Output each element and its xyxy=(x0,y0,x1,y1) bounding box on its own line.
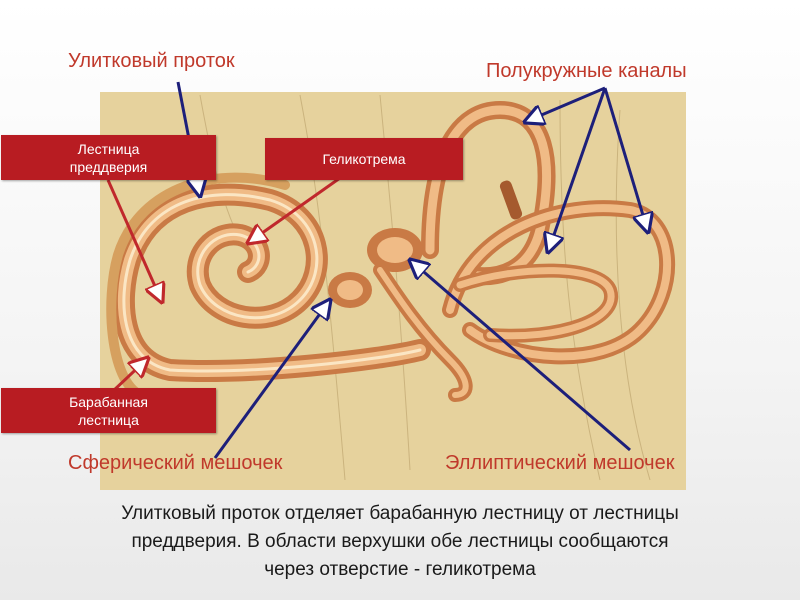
label-utricle: Эллиптический мешочек xyxy=(445,452,675,474)
arrow-scala-tympani xyxy=(110,358,148,394)
pointer-arrows-red xyxy=(106,176,341,394)
helicotrema-text: Геликотрема xyxy=(322,151,406,167)
arrow-utricle xyxy=(410,260,631,452)
scala-vestibuli-line2: преддверия xyxy=(69,158,148,175)
label-box-scala-vestibuli: Лестница преддверия xyxy=(1,135,216,180)
arrow-saccule xyxy=(213,300,330,459)
label-cochlear-duct: Улитковый проток xyxy=(68,50,235,72)
cochlea xyxy=(106,172,431,400)
scala-vestibuli-line1: Лестница xyxy=(77,140,140,157)
label-saccule: Сферический мешочек xyxy=(68,452,283,474)
label-box-scala-tympani: Барабанная лестница xyxy=(1,388,216,433)
caption-line-1: Улитковый проток отделяет барабанную лес… xyxy=(121,503,679,524)
label-box-helicotrema: Геликотрема xyxy=(265,138,463,180)
caption: Улитковый проток отделяет барабанную лес… xyxy=(10,500,790,584)
caption-line-2: преддверия. В области верхушки обе лестн… xyxy=(131,531,669,552)
arrow-canal-3 xyxy=(603,87,648,232)
pointer-arrows-navy xyxy=(176,81,648,459)
vestibule xyxy=(328,180,523,402)
arrow-scala-vestibuli xyxy=(106,179,162,302)
caption-line-3: через отверстие - геликотрема xyxy=(264,559,536,580)
arrow-canal-2 xyxy=(548,87,607,252)
scala-tympani-line1: Барабанная xyxy=(69,393,148,410)
arrow-helicotrema xyxy=(248,176,341,243)
label-semicircular-canals: Полукружные каналы xyxy=(486,60,687,82)
arrow-canal-1 xyxy=(525,86,606,122)
scala-tympani-line2: лестница xyxy=(78,411,139,428)
